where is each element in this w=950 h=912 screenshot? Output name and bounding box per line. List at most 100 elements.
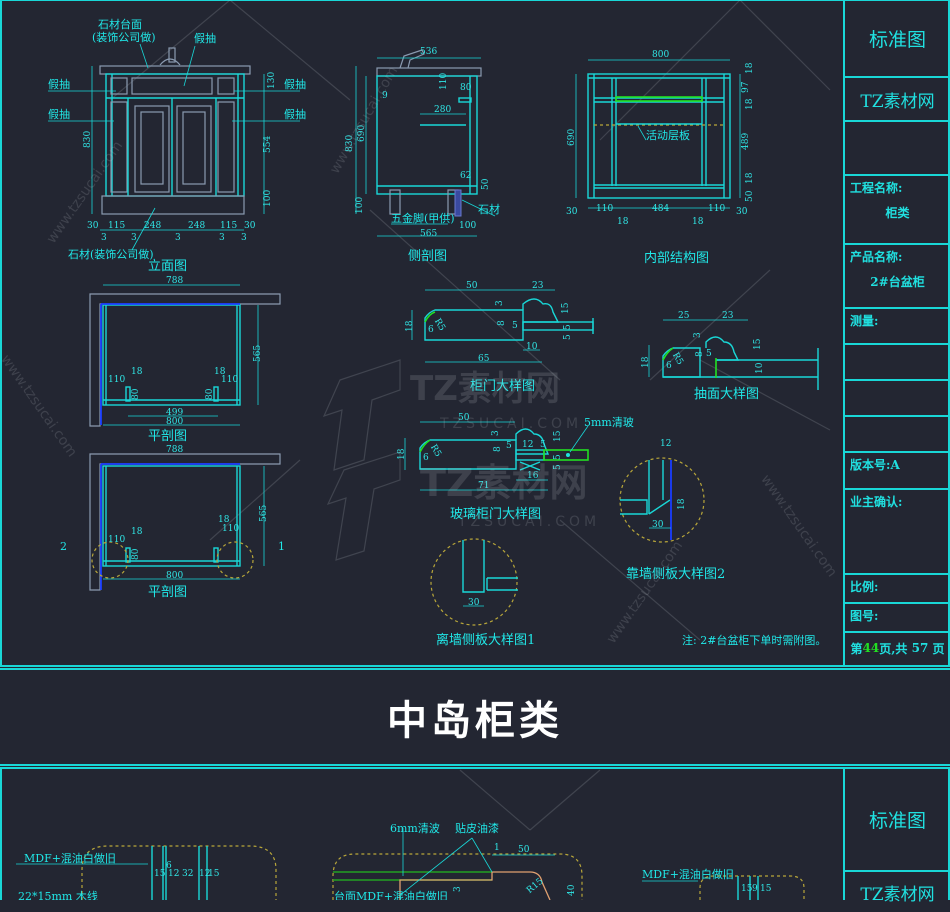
current-page: 44: [862, 641, 880, 655]
side-section-view: 536 830 690 100 110 80 9 280 62 50 565 1…: [345, 47, 500, 264]
project-name-cell: 工程名称: 柜类: [845, 176, 950, 245]
svg-text:1: 1: [494, 843, 500, 853]
svg-text:565: 565: [420, 229, 437, 239]
standard-drawing-label-2: 标准图: [845, 768, 950, 872]
svg-text:110: 110: [439, 73, 449, 90]
svg-text:TZSUCAI.COM: TZSUCAI.COM: [439, 416, 582, 432]
brand-label: TZ素材网: [845, 78, 950, 122]
svg-text:110: 110: [221, 375, 238, 385]
svg-text:18: 18: [218, 515, 230, 525]
svg-text:12: 12: [660, 439, 671, 449]
owner-confirm-label: 业主确认:: [850, 495, 903, 509]
blank-cell: [845, 122, 950, 176]
svg-text:110: 110: [596, 204, 613, 214]
svg-text:R5: R5: [432, 317, 447, 333]
svg-text:TZSUCAI.COM: TZSUCAI.COM: [457, 514, 600, 530]
svg-text:50: 50: [518, 845, 530, 855]
svg-text:柜门大样图: 柜门大样图: [470, 379, 535, 394]
svg-text:R15: R15: [525, 876, 546, 896]
plan-view-2: 788 565 110 18 18 110 80 800 2 1 平剖图: [60, 445, 285, 600]
svg-text:www.tzsucai.com: www.tzsucai.com: [327, 64, 401, 177]
svg-text:23: 23: [532, 281, 544, 291]
svg-text:80: 80: [131, 548, 141, 560]
version-cell: 版本号:A: [845, 453, 950, 490]
svg-text:假抽: 假抽: [284, 107, 306, 121]
svg-text:活动层板: 活动层板: [646, 128, 690, 142]
svg-text:平剖图: 平剖图: [148, 429, 187, 444]
svg-text:9: 9: [752, 884, 758, 894]
svg-text:248: 248: [188, 221, 205, 231]
svg-text:五金脚(甲供): 五金脚(甲供): [391, 211, 455, 225]
svg-text:www.tzsucai.com: www.tzsucai.com: [757, 472, 840, 580]
watermark-lines: [109, 0, 831, 831]
svg-text:800: 800: [166, 571, 183, 581]
svg-text:130: 130: [267, 72, 277, 89]
svg-text:台面MDF+混油白做旧: 台面MDF+混油白做旧: [334, 889, 448, 900]
svg-text:R5: R5: [670, 351, 685, 367]
svg-text:110: 110: [222, 524, 239, 534]
svg-text:489: 489: [741, 133, 751, 150]
svg-text:32: 32: [182, 869, 193, 879]
svg-text:536: 536: [420, 47, 437, 57]
svg-text:8: 8: [493, 446, 503, 452]
svg-text:690: 690: [567, 129, 577, 146]
svg-text:30: 30: [652, 520, 664, 530]
standard-drawing-label: 标准图: [845, 0, 950, 78]
svg-text:8: 8: [695, 351, 705, 357]
svg-text:R5: R5: [428, 443, 443, 459]
svg-text:TZ素材网: TZ素材网: [420, 461, 587, 505]
svg-text:30: 30: [87, 221, 99, 231]
svg-text:18: 18: [677, 498, 687, 510]
blank-cell-2: [845, 345, 950, 381]
svg-text:3: 3: [101, 233, 107, 243]
svg-text:平剖图: 平剖图: [148, 585, 187, 600]
drawer-face-detail-view: 25 23 3 8 5 15 18 6 R5 10 抽面大样图: [641, 311, 819, 402]
svg-text:靠墙侧板大样图2: 靠墙侧板大样图2: [626, 567, 725, 582]
svg-text:110: 110: [108, 535, 125, 545]
svg-text:10: 10: [526, 342, 538, 352]
svg-text:115: 115: [220, 221, 237, 231]
svg-text:80: 80: [205, 388, 215, 400]
scale-label: 比例:: [850, 580, 879, 594]
internal-structure-view: 800 690 30 110 484 110 30 18 18 18 97 18…: [566, 50, 755, 266]
glass-door-detail-view: 50 3 8 5 12 5 15 18 6 R5 5 5 16 71 5mm清玻…: [397, 413, 634, 522]
svg-text:830: 830: [345, 135, 355, 152]
svg-text:80: 80: [131, 388, 141, 400]
svg-text:15: 15: [753, 338, 763, 350]
svg-text:18: 18: [405, 320, 415, 332]
svg-text:www.tzsucai.com: www.tzsucai.com: [604, 538, 687, 646]
svg-text:50: 50: [745, 190, 755, 202]
brand-label-2: TZ素材网: [860, 884, 935, 905]
product-name-label: 产品名称:: [850, 250, 903, 264]
svg-text:25: 25: [678, 311, 690, 321]
svg-text:立面图: 立面图: [148, 259, 187, 274]
svg-text:100: 100: [355, 197, 365, 214]
svg-text:788: 788: [166, 445, 183, 455]
svg-text:62: 62: [460, 171, 471, 181]
svg-text:18: 18: [745, 172, 755, 184]
svg-text:280: 280: [434, 105, 451, 115]
svg-text:18: 18: [692, 217, 704, 227]
svg-text:110: 110: [108, 375, 125, 385]
svg-text:565: 565: [259, 505, 269, 522]
svg-text:15: 15: [154, 869, 166, 879]
svg-text:12: 12: [199, 869, 210, 879]
svg-text:16: 16: [527, 471, 539, 481]
svg-text:6: 6: [666, 361, 672, 371]
svg-text:MDF+混油白做旧: MDF+混油白做旧: [642, 867, 734, 881]
svg-text:抽面大样图: 抽面大样图: [694, 387, 759, 402]
svg-text:690: 690: [357, 125, 367, 142]
svg-text:假抽: 假抽: [284, 77, 306, 91]
svg-text:5: 5: [706, 349, 712, 359]
svg-text:50: 50: [458, 413, 470, 423]
svg-text:30: 30: [468, 598, 480, 608]
svg-text:18: 18: [641, 356, 651, 368]
svg-text:18: 18: [397, 448, 407, 460]
svg-text:5: 5: [506, 441, 512, 451]
plan-view-1: 788 565 110 18 18 110 80 80 499 800 平剖图: [89, 276, 281, 444]
measure-label: 测量:: [850, 314, 879, 328]
svg-text:100: 100: [459, 221, 476, 231]
svg-text:554: 554: [263, 136, 273, 153]
